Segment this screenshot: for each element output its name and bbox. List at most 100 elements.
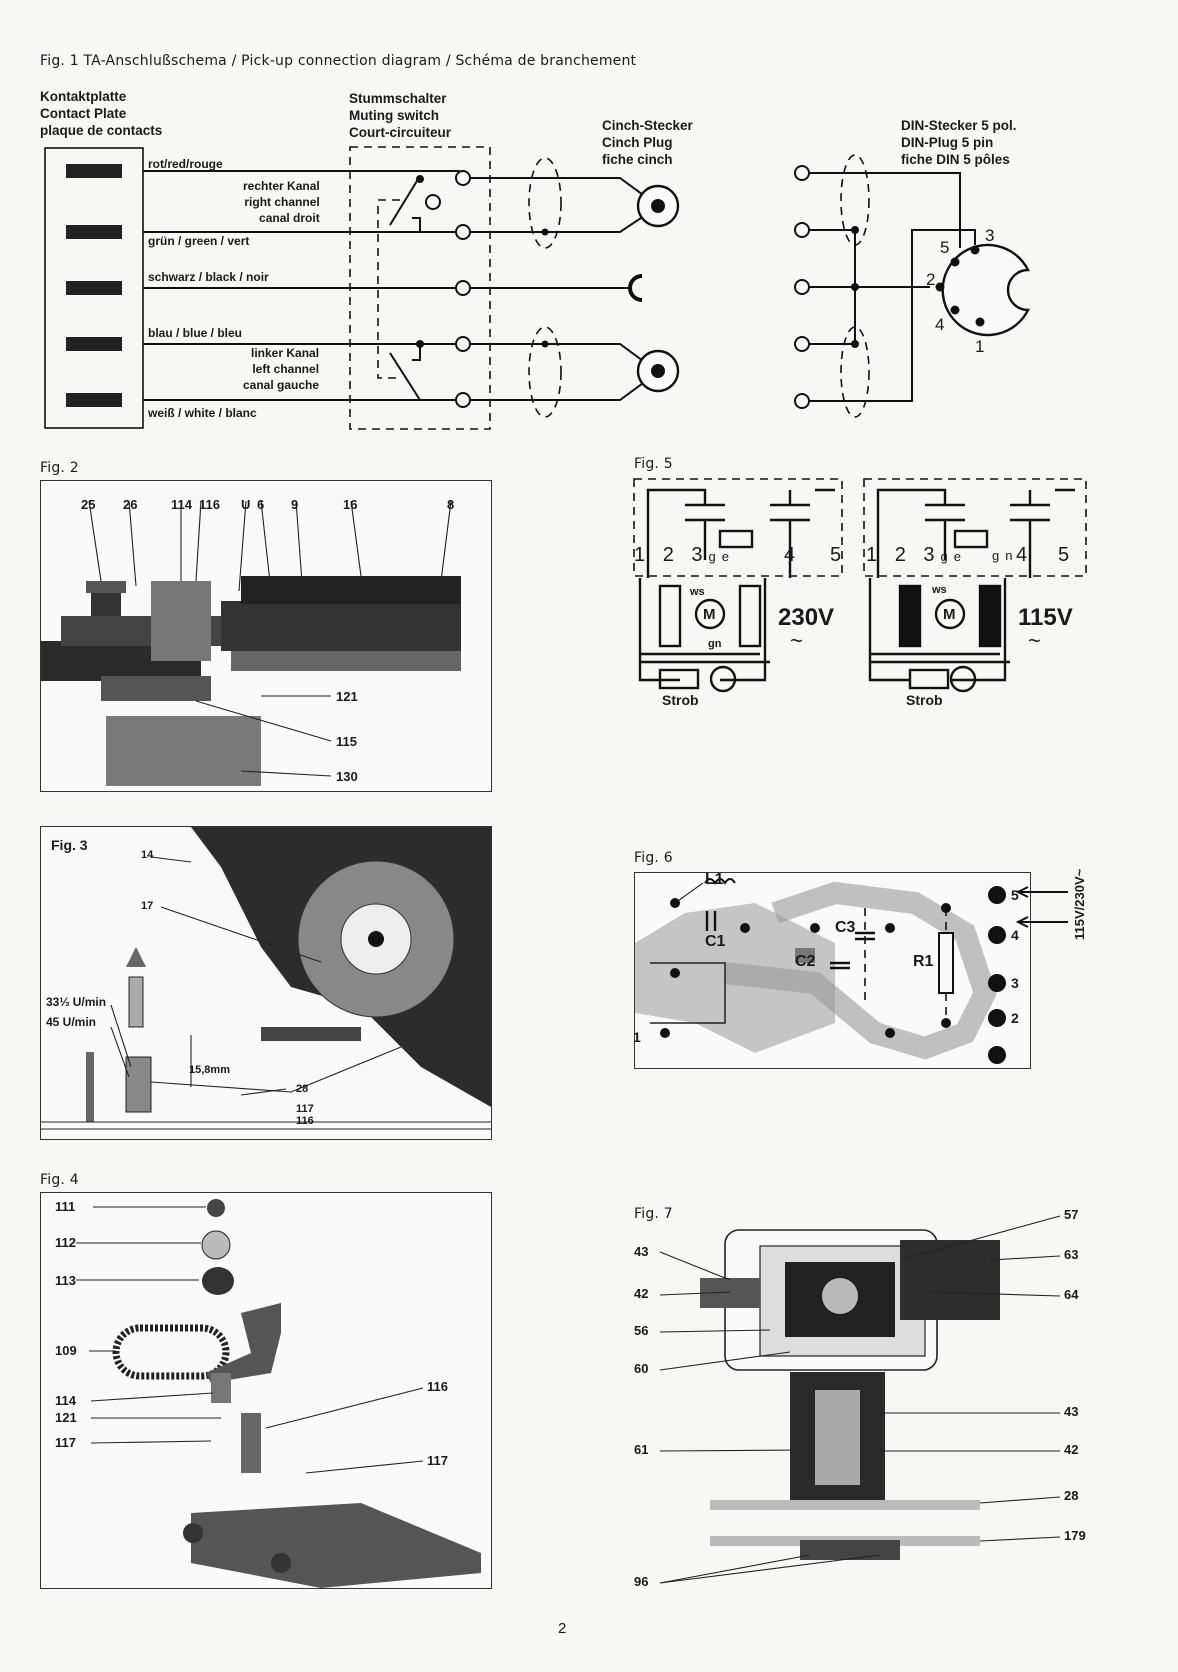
fig6-caption: Fig. 6 [634,850,673,866]
fig6-terminal-3: 3 [1011,975,1019,991]
fig6-terminal-2: 2 [1011,1010,1019,1026]
fig7-label-57: 57 [1064,1207,1079,1222]
fig2-label-130: 130 [336,769,358,784]
contact-pad-red [66,164,122,178]
fig4-label-111: 111 [55,1199,76,1214]
fig6-pcb-traces [635,878,1006,1064]
fig5-left-voltage: 230V [778,604,835,631]
fig5-caption: Fig. 5 [634,456,673,472]
fig6-r1: R1 [913,953,934,970]
fig3-frame: Fig. 3 14 17 33⅓ U/min 45 U/min 15,8mm 2… [40,826,492,1140]
fig5-left-strob: Strob [662,692,699,708]
fig2-label-26: 26 [123,497,138,512]
fig5-left-tilde: ~ [790,628,803,653]
fig6-pcb: L1 C1 C2 C3 R1 5 4 3 2 1 [633,871,1031,1069]
fig3-caption: Fig. 3 [51,837,88,853]
din-pin-3: 3 [985,226,995,245]
wire-red-label: rot/red/rouge [148,157,223,171]
fig5-right-motor-icon: M [943,606,956,623]
fig5-right-strob: Strob [906,692,943,708]
wire-green-label: grün / green / vert [148,234,250,248]
fig3-label-28: 28 [296,1083,309,1095]
fig6-c3: C3 [835,919,856,936]
fig7-label-42-right: 42 [1064,1442,1079,1457]
fig1-caption: Fig. 1 TA-Anschlußschema / Pick-up conne… [40,53,637,69]
fig2-caption: Fig. 2 [40,460,79,476]
fig4-label-116-right: 116 [427,1379,448,1394]
din-pin-2: 2 [926,270,936,289]
fig3-label-116: 116 [296,1115,314,1127]
fig2-frame: 25 26 114 116 U 6 9 16 8 121 115 130 [40,480,492,792]
contact-plate-label: Kontaktplatte Contact Plate plaque de co… [40,89,163,138]
fig5-left-ws: ws [690,586,705,598]
fig7-label-56: 56 [634,1323,649,1338]
fig2-label-115: 115 [336,734,357,749]
fig7-label-43-right: 43 [1064,1404,1079,1419]
fig4-frame: 111 112 113 109 114 121 117 116 117 [40,1192,492,1589]
contact-pad-black [66,281,122,295]
contact-pad-blue [66,337,122,351]
fig4-label-109: 109 [55,1343,77,1358]
fig3-dimension: 15,8mm [189,1064,230,1076]
muting-switch-label: Stummschalter Muting switch Court-circui… [349,91,452,140]
fig4-label-117: 117 [55,1435,76,1450]
din-plug-label: DIN-Stecker 5 pol. DIN-Plug 5 pin fiche … [901,118,1017,167]
fig7-label-42-left: 42 [634,1286,649,1301]
fig4-caption: Fig. 4 [40,1172,79,1188]
fig5-left-gn: gn [708,638,722,650]
contact-pad-green [66,225,122,239]
right-channel-label: rechter Kanal right channel canal droit [243,179,320,225]
fig4-label-114: 114 [55,1393,76,1408]
fig3-drawing [41,827,491,1130]
fig7-label-96: 96 [634,1574,649,1589]
fig2-label-116: 116 [199,497,220,512]
fig7-label-43-left: 43 [634,1244,649,1259]
fig2-label-u: U [241,497,251,512]
fig2-label-16: 16 [343,497,358,512]
fig5-left-motor-icon: M [703,606,716,623]
fig2-label-25: 25 [81,497,96,512]
fig5-right-ws: ws [932,584,947,596]
fig7-label-63: 63 [1064,1247,1079,1262]
wire-black-label: schwarz / black / noir [148,270,269,284]
fig7-label-28: 28 [1064,1488,1079,1503]
fig7-label-64: 64 [1064,1287,1079,1302]
fig6-c2: C2 [795,953,816,970]
fig7-label-61: 61 [634,1442,649,1457]
fig5-right-tilde: ~ [1028,628,1041,653]
fig3-label-14: 14 [141,849,154,861]
fig4-label-121: 121 [55,1410,77,1425]
wire-white-label: weiß / white / blanc [148,406,257,420]
fig3-speed-33: 33⅓ U/min [46,995,107,1009]
fig7-caption: Fig. 7 [634,1206,673,1222]
fig2-drawing [41,500,461,786]
din-socket-icon [941,243,1030,337]
fig6-terminal-1: 1 [633,1029,641,1045]
ground-fork-icon [628,274,643,302]
din-pin-1: 1 [975,337,985,356]
fig4-label-117-right: 117 [427,1453,448,1468]
fig6-l1: L1 [705,871,724,888]
fig4-drawing [76,1199,481,1588]
fig3-label-117: 117 [296,1103,314,1115]
fig7-label-179: 179 [1064,1528,1086,1543]
fig2-label-121: 121 [336,689,358,704]
fig2-label-8: 8 [447,497,455,512]
fig3-speed-45: 45 U/min [46,1015,97,1029]
wire-blue-label: blau / blue / bleu [148,326,243,340]
din-pin-4: 4 [935,315,945,334]
fig3-label-17: 17 [141,900,154,912]
fig2-label-114: 114 [171,497,192,512]
fig6-terminal-5: 5 [1011,887,1019,903]
din-pin-5: 5 [940,238,950,257]
fig4-label-112: 112 [55,1235,76,1250]
fig2-label-9: 9 [291,497,299,512]
fig6-c1: C1 [705,933,726,950]
fig7-label-60: 60 [634,1361,649,1376]
